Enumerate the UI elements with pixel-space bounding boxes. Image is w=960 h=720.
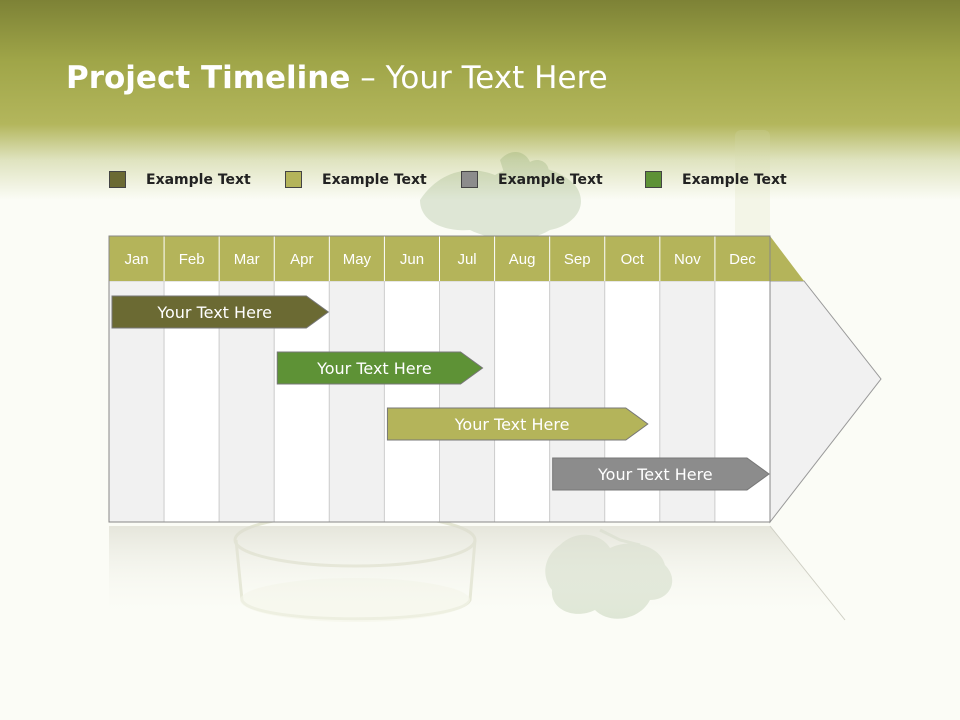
timeline-bar-shape [386,407,649,441]
month-label-aug: Aug [509,251,536,268]
month-label-nov: Nov [674,251,701,268]
timeline-bar-2[interactable]: Your Text Here [276,351,484,385]
month-column-jul [439,280,496,523]
timeline-bar-4[interactable]: Your Text Here [552,457,770,491]
reflection-edge [769,525,846,621]
timeline-bar-3[interactable]: Your Text Here [386,407,649,441]
legend-swatch-2 [285,171,302,188]
legend-label-3: Example Text [498,172,603,188]
header-band [0,0,960,200]
legend-label-4: Example Text [682,172,787,188]
timeline-bar-label: Your Text Here [156,303,272,322]
timeline-frame [108,235,771,523]
timeline-bar-shape [276,351,484,385]
legend-label-2: Example Text [322,172,427,188]
month-label-jul: Jul [457,251,476,268]
timeline-bar-shape [552,457,770,491]
month-header-row: Jan Feb Mar Apr May Jun Jul Aug Sep Oct Nov Dec [109,236,804,281]
month-column-may [328,280,385,523]
month-label-oct: Oct [621,251,645,268]
legend-swatch-1 [109,171,126,188]
legend-swatch-4 [645,171,662,188]
timeline-bar-shape [111,295,330,329]
month-label-jun: Jun [400,251,424,268]
month-row-band [109,236,804,281]
month-label-feb: Feb [179,251,205,268]
slide-title: Project Timeline – Your Text Here [66,60,608,96]
month-column-jun [383,280,440,523]
timeline-reflection [109,525,846,621]
timeline-bar-1[interactable]: Your Text Here [111,295,330,329]
month-label-jan: Jan [124,251,148,268]
timeline-bar-label: Your Text Here [316,359,432,378]
title-bold: Project Timeline [66,60,351,96]
month-label-dec: Dec [729,251,756,268]
reflection-shape [109,526,845,620]
timeline-bar-label: Your Text Here [454,415,570,434]
month-label-sep: Sep [564,251,591,268]
legend-swatch-3 [461,171,478,188]
month-label-mar: Mar [234,251,260,268]
month-label-apr: Apr [290,251,313,268]
month-label-may: May [343,251,372,268]
timeline-bar-label: Your Text Here [597,465,713,484]
title-rest: – Your Text Here [350,60,608,96]
timeline-arrow-tip [769,280,882,524]
legend-label-1: Example Text [146,172,251,188]
month-column-aug [494,280,551,523]
